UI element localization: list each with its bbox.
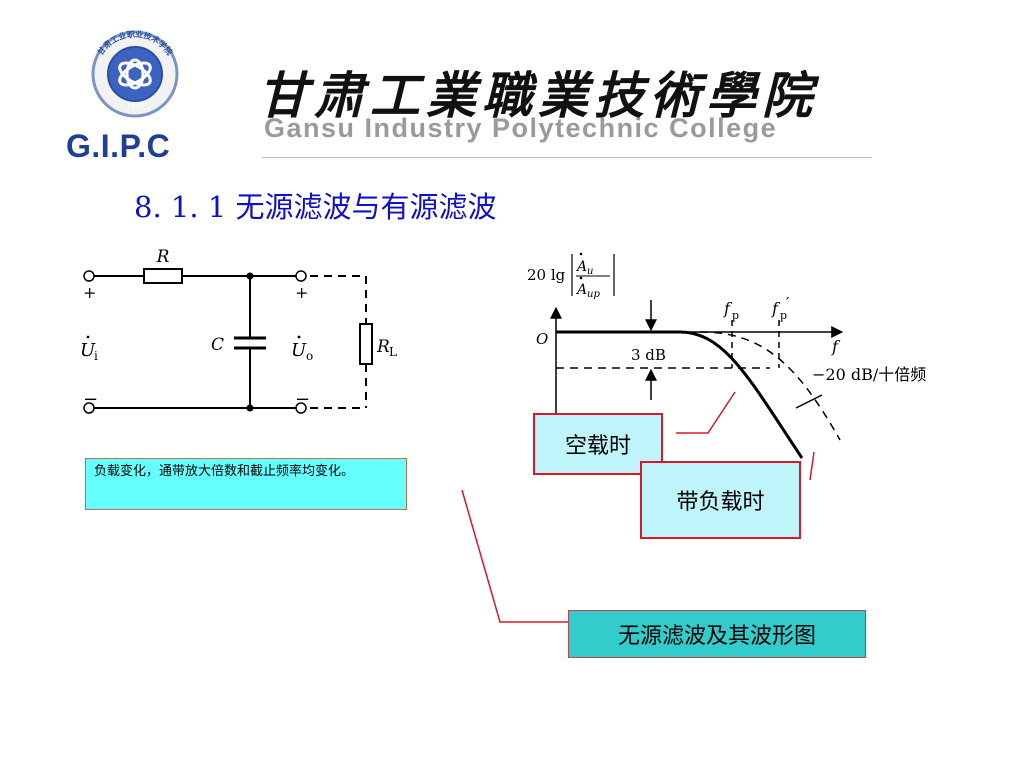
atom-icon bbox=[118, 58, 152, 90]
caption-box: 无源滤波及其波形图 bbox=[568, 610, 866, 658]
no-load-leader bbox=[676, 391, 736, 434]
caption-leader bbox=[461, 489, 568, 623]
gain-den-dot bbox=[579, 276, 583, 280]
output-terminal-top bbox=[295, 270, 307, 282]
junction-bottom bbox=[246, 404, 254, 412]
gain-num-subscript: u bbox=[587, 266, 593, 277]
college-name-chinese: 甘肃工業職業技術學院 bbox=[258, 66, 818, 125]
section-title: 8. 1. 1 无源滤波与有源滤波 bbox=[134, 190, 497, 224]
fp-prime-subscript: p bbox=[780, 309, 787, 322]
input-plus: + bbox=[83, 283, 96, 302]
input-dot bbox=[86, 335, 90, 339]
input-terminal-top bbox=[83, 270, 95, 282]
x-axis-label: f bbox=[831, 337, 841, 356]
fp-prime-label: f bbox=[771, 299, 781, 318]
college-name-english: Gansu Industry Polytechnic College bbox=[264, 113, 778, 143]
caption-text: 无源滤波及其波形图 bbox=[617, 624, 816, 649]
gain-den-symbol: A bbox=[575, 282, 587, 298]
prime-mark: ′ bbox=[786, 294, 790, 312]
output-voltage-label: U bbox=[291, 340, 307, 361]
bode-magnitude-plot: 20 lg A u A up O f f p f p ′ 3 dB −20 dB… bbox=[527, 252, 926, 460]
input-minus: − bbox=[83, 389, 98, 410]
gain-num-symbol: A bbox=[575, 259, 587, 275]
gain-num-dot bbox=[579, 252, 583, 256]
drop-label: 3 dB bbox=[631, 346, 666, 364]
y-axis-label-prefix: 20 lg bbox=[527, 266, 566, 284]
resistor-label: R bbox=[156, 247, 170, 267]
capacitor-label: C bbox=[211, 335, 224, 355]
load-resistor-label: R bbox=[376, 337, 390, 357]
fp-subscript: p bbox=[732, 309, 739, 322]
fp-label: f bbox=[723, 299, 733, 318]
no-load-callout: 空载时 bbox=[533, 413, 663, 475]
with-load-callout: 带负载时 bbox=[640, 461, 801, 539]
gain-den-subscript: up bbox=[587, 289, 600, 300]
output-voltage-subscript: o bbox=[306, 349, 313, 363]
loaded-response-curve bbox=[556, 330, 804, 459]
header-divider bbox=[262, 157, 872, 158]
college-logo-seal: 甘肃工业职业技术学院 1978 bbox=[91, 29, 179, 118]
seal-year: 1978 bbox=[126, 102, 144, 110]
input-voltage-subscript: i bbox=[94, 349, 98, 363]
note-box: 负载变化，通带放大倍数和截止频率均变化。 bbox=[85, 458, 407, 510]
output-dot bbox=[297, 335, 301, 339]
college-abbreviation: G.I.P.C bbox=[66, 128, 171, 164]
output-minus: − bbox=[295, 389, 310, 410]
slope-label: −20 dB/十倍频 bbox=[812, 365, 926, 384]
no-load-response-curve bbox=[699, 331, 841, 441]
input-terminal-bottom bbox=[83, 402, 95, 414]
junction-top bbox=[246, 272, 254, 280]
origin-label: O bbox=[536, 330, 548, 348]
output-terminal-bottom bbox=[295, 402, 307, 414]
with-load-leader bbox=[809, 451, 815, 481]
no-load-callout-text: 空载时 bbox=[564, 434, 631, 459]
input-voltage-label: U bbox=[80, 340, 96, 361]
note-text: 负载变化，通带放大倍数和截止频率均变化。 bbox=[94, 464, 355, 479]
slope-pointer-line bbox=[795, 394, 823, 409]
load-resistor-subscript: L bbox=[389, 345, 397, 359]
rc-filter-circuit: R C R L + − + − U i U o bbox=[80, 247, 397, 414]
with-load-callout-text: 带负载时 bbox=[676, 490, 765, 515]
output-plus: + bbox=[295, 283, 308, 302]
